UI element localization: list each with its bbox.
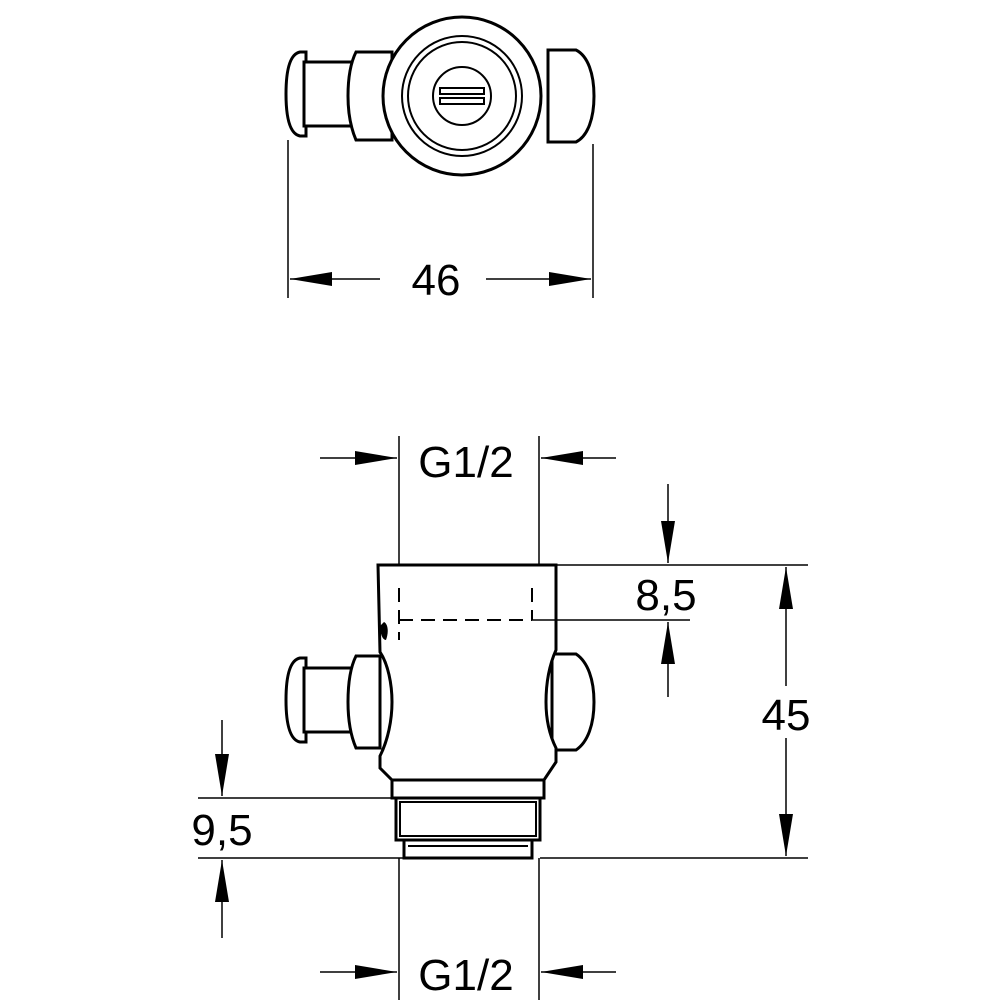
side-bottom-thread <box>390 778 546 860</box>
slotted-cap-icon <box>432 66 492 126</box>
side-right-lug <box>550 652 596 752</box>
top-left-handle <box>284 50 358 138</box>
side-view: G1/2 <box>191 436 810 1000</box>
side-body <box>376 563 558 782</box>
height-label: 45 <box>762 691 811 740</box>
top-view: 46 <box>284 15 596 305</box>
lower-depth-label: 9,5 <box>191 806 252 855</box>
dimension-lower-depth: 9,5 <box>191 720 404 938</box>
dimension-width-label: 46 <box>412 256 461 305</box>
dimension-height: 45 <box>540 567 811 859</box>
thread-bottom-label: G1/2 <box>418 951 513 1000</box>
dimension-thread-bottom: G1/2 <box>320 858 616 1000</box>
dimension-upper-depth: 8,5 <box>532 484 808 697</box>
side-body-mark <box>380 622 388 640</box>
top-body-ring <box>401 35 523 157</box>
upper-depth-label: 8,5 <box>635 571 696 620</box>
dimension-thread-top: G1/2 <box>320 436 616 565</box>
top-body-inner <box>407 41 517 151</box>
top-body-outer <box>381 15 543 177</box>
top-left-lug <box>346 50 394 142</box>
dimension-width: 46 <box>287 140 594 305</box>
top-right-lug <box>546 48 596 144</box>
thread-top-label: G1/2 <box>418 438 513 487</box>
side-left-handle <box>284 654 382 750</box>
